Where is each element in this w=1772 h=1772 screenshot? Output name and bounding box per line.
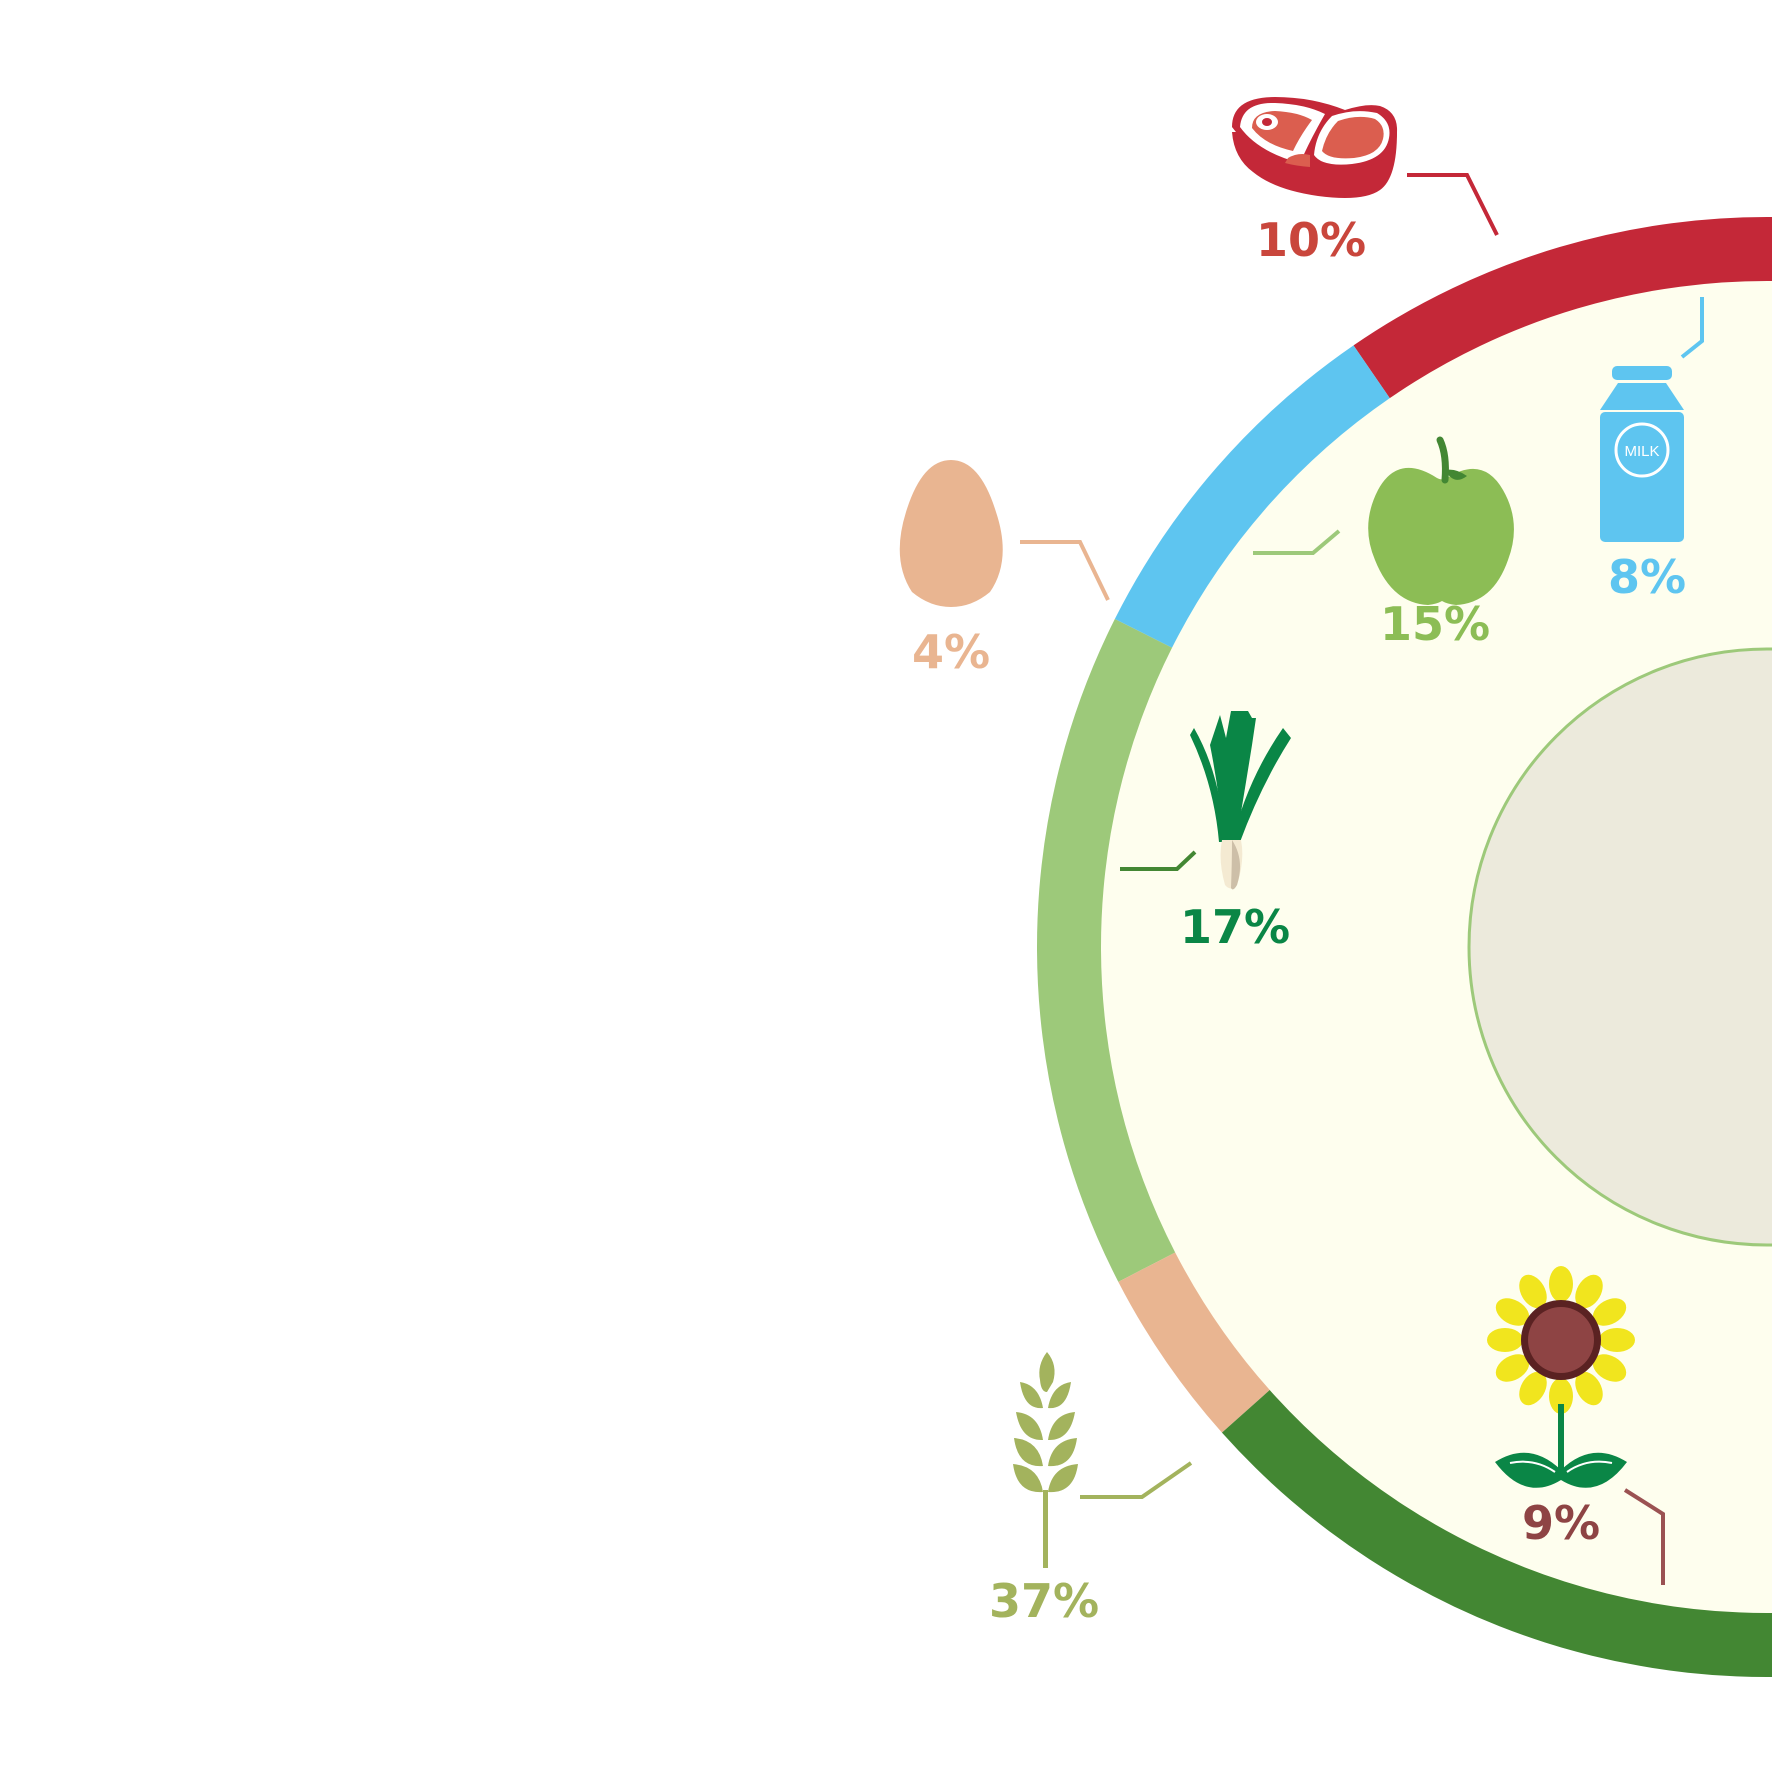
milk-carton-label: MILK [1624, 443, 1659, 460]
leader-line-egg [1020, 540, 1110, 601]
sunflower-petal [1592, 1298, 1627, 1326]
leader-line-apple [1253, 529, 1341, 555]
sunflower-petal [1575, 1371, 1603, 1406]
sunflower-petal [1549, 1378, 1573, 1414]
leader-line-meat [1407, 173, 1499, 236]
sunflower-petal [1519, 1371, 1547, 1406]
ring-segment-meat-steak [1353, 217, 1772, 399]
label-leek: 17% [1180, 900, 1290, 954]
sunflower-petal [1519, 1274, 1547, 1309]
plate-background [1095, 275, 1772, 1619]
wheat-icon [1013, 1352, 1078, 1568]
sunflower-petal [1599, 1328, 1635, 1352]
label-apple: 15% [1380, 597, 1490, 651]
sunflower-icon [1487, 1266, 1635, 1488]
leader-line-leek [1120, 850, 1197, 871]
label-sunflower: 9% [1522, 1496, 1600, 1550]
sunflower-petal [1575, 1274, 1603, 1309]
leader-line-milk [1680, 297, 1704, 359]
ring-segments [1036, 217, 1772, 1677]
label-meat: 10% [1256, 213, 1366, 267]
sunflower-petal [1487, 1328, 1523, 1352]
ring-segment-leek [1221, 1390, 1772, 1677]
label-egg: 4% [912, 625, 990, 679]
sunflower-petal [1592, 1354, 1627, 1382]
sunflower-petal [1495, 1354, 1530, 1382]
ring-segment-egg [1118, 1252, 1270, 1433]
label-wheat: 37% [989, 1574, 1099, 1628]
milk-carton-icon: MILK [1600, 366, 1684, 542]
label-milk: 8% [1608, 550, 1686, 604]
ring-segment-milk-carton [1114, 345, 1390, 648]
ring-segment-apple [1036, 618, 1176, 1282]
plate-center [1467, 647, 1772, 1247]
leader-line-wheat [1080, 1461, 1193, 1499]
egg-icon [899, 460, 1003, 607]
meat-steak-icon [1232, 97, 1398, 198]
sunflower-petal [1495, 1298, 1530, 1326]
leader-line-sunflower [1623, 1488, 1665, 1585]
sunflower-petal [1549, 1266, 1573, 1302]
apple-icon [1368, 436, 1514, 605]
leek-icon [1190, 711, 1291, 890]
